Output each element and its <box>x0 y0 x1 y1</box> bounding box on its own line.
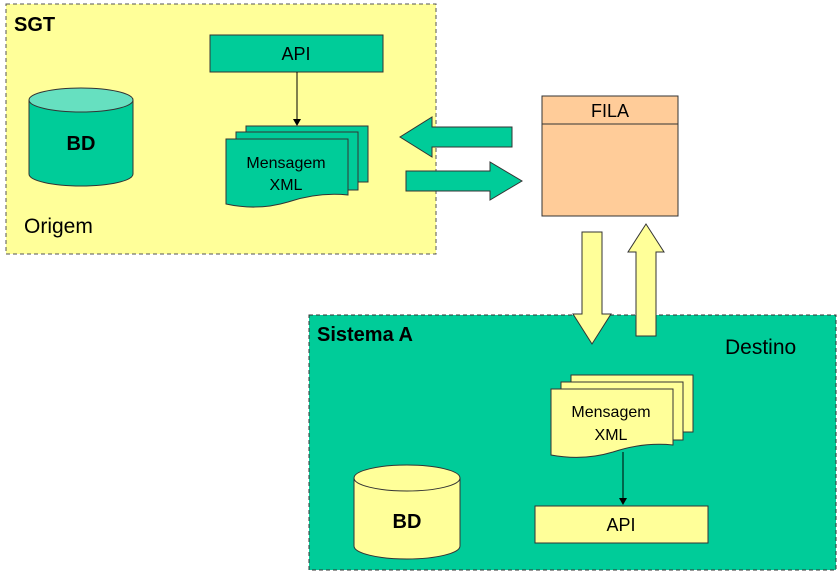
system-a-message-to-api-connector <box>619 452 627 505</box>
system-a-api-box: API <box>534 505 709 544</box>
system-a-api-label: API <box>606 515 635 535</box>
system-a-message-line1: Mensagem <box>571 404 650 421</box>
system-a-database-label: BD <box>393 511 422 533</box>
origin-label: Origem <box>24 215 93 238</box>
queue-title: FILA <box>591 101 629 121</box>
sgt-panel: SGT Origem BD API Mensagem XML <box>5 3 437 255</box>
sgt-api-box: API <box>209 34 384 73</box>
sgt-database-label: BD <box>67 133 96 155</box>
sgt-title: SGT <box>14 14 55 36</box>
arrow-up-to-fila <box>627 223 665 337</box>
system-a-message-document: Mensagem XML <box>550 374 694 458</box>
arrow-left-to-sgt <box>399 116 513 158</box>
sgt-message-line1: Mensagem <box>246 155 325 172</box>
destination-label: Destino <box>725 336 796 359</box>
system-a-message-line2: XML <box>595 427 628 444</box>
sgt-api-label: API <box>281 44 310 64</box>
sgt-api-to-message-connector <box>293 72 301 126</box>
arrow-right-to-fila <box>405 161 523 201</box>
system-a-title: Sistema A <box>317 324 413 346</box>
sgt-message-document: Mensagem XML <box>225 125 369 208</box>
sgt-database: BD <box>28 87 134 187</box>
sgt-message-line2: XML <box>270 177 303 194</box>
system-a-panel: Sistema A Destino Mensagem XML BD API <box>308 314 837 571</box>
queue-box: FILA <box>541 95 679 217</box>
arrow-down-to-system-a <box>572 231 612 345</box>
system-a-database: BD <box>353 464 461 560</box>
